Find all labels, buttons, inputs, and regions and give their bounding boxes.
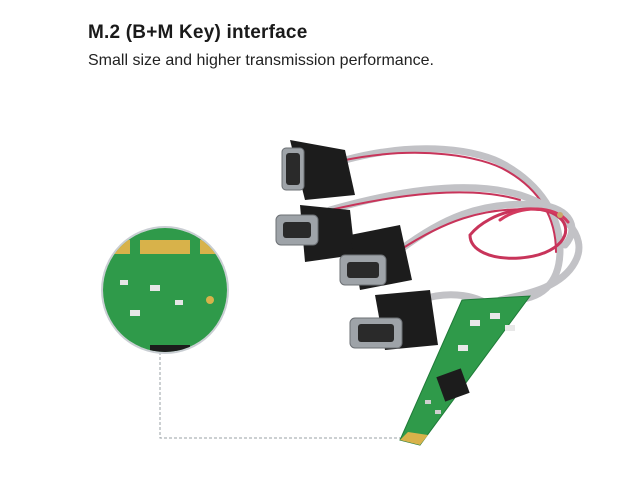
- db9-connector-1: [281, 140, 355, 200]
- m2-card: [399, 295, 532, 446]
- page-subtitle: Small size and higher transmission perfo…: [88, 52, 434, 69]
- page-title: M.2 (B+M Key) interface: [88, 22, 308, 43]
- zoom-leader-line: [159, 352, 405, 439]
- db9-connector-4: [349, 290, 438, 350]
- zoom-detail-circle: [101, 226, 229, 354]
- db9-connector-3: [339, 225, 412, 290]
- db9-connector-2: [275, 205, 355, 262]
